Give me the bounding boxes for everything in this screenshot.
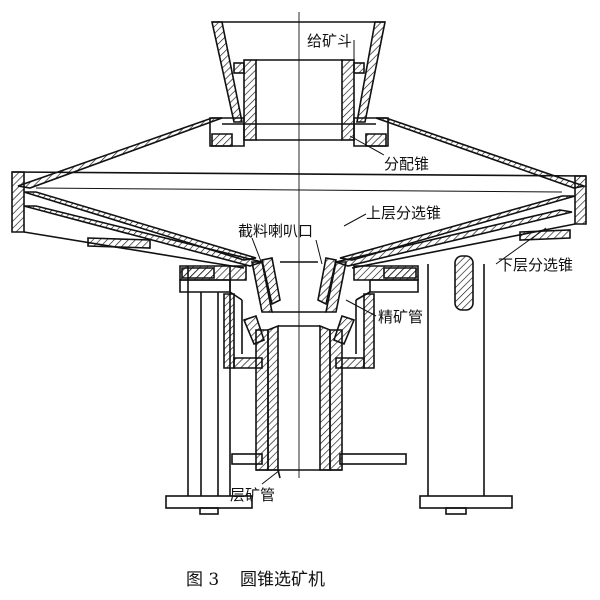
concentrate-pipe-shape xyxy=(179,265,419,369)
diagram-lines xyxy=(11,12,588,515)
right-support-column xyxy=(419,255,513,515)
caption-figure-number: 图 3 xyxy=(186,570,219,590)
label-lower-separating-cone: 下层分选锥 xyxy=(498,256,573,274)
label-concentrate-pipe: 精矿管 xyxy=(378,308,423,326)
upper-separating-cone-shape xyxy=(11,171,587,269)
left-support-column xyxy=(165,266,253,515)
cross-beam-shape xyxy=(231,453,407,465)
label-cutting-nozzle: 截料喇叭口 xyxy=(238,222,313,240)
label-feed-hopper: 给矿斗 xyxy=(307,32,352,50)
caption-title: 圆锥选矿机 xyxy=(240,570,325,590)
feed-hopper-shape xyxy=(209,21,389,147)
distribution-cone-shape xyxy=(17,117,588,189)
layer-ore-pipe-shape xyxy=(255,324,343,479)
lower-separating-cone-shape xyxy=(23,205,573,267)
label-layer-ore-pipe: 层矿管 xyxy=(230,486,275,504)
cutting-nozzle-shape xyxy=(251,257,347,313)
leader-lines xyxy=(251,40,547,485)
label-upper-separating-cone: 上层分选锥 xyxy=(366,204,441,222)
label-distribution-cone: 分配锥 xyxy=(384,155,429,173)
